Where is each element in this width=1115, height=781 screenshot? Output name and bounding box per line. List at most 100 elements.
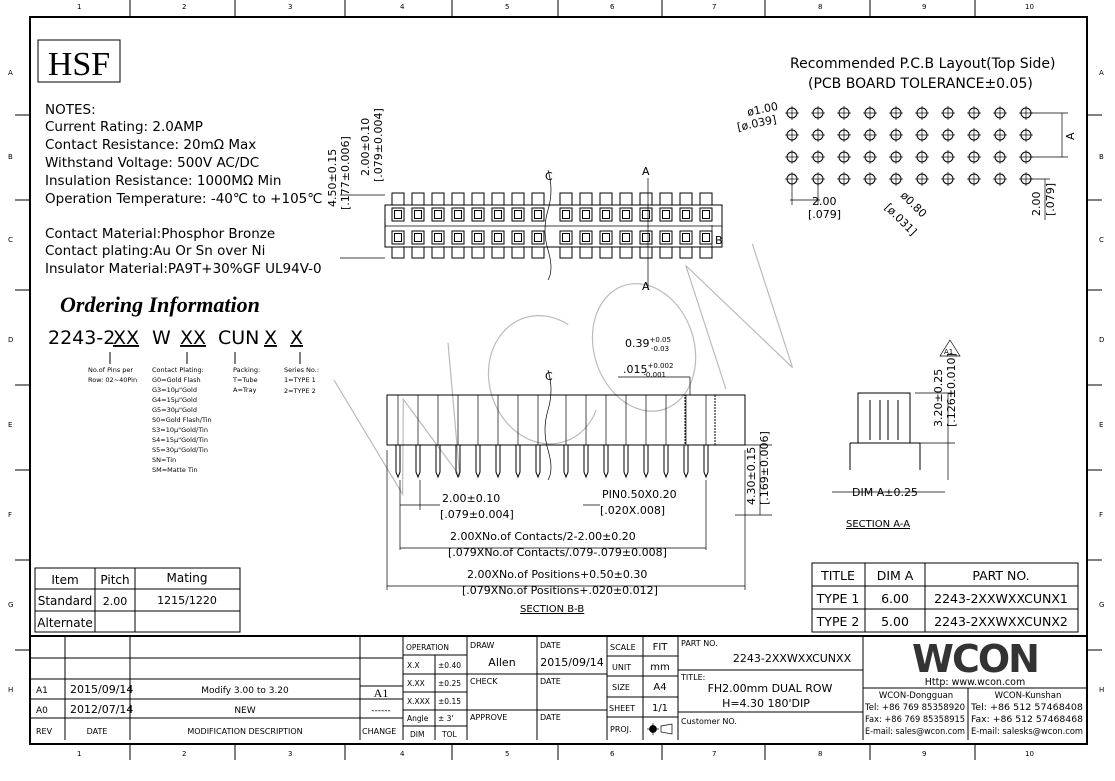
sheet-label: SHEET	[609, 704, 635, 713]
contact-cavity	[599, 230, 613, 245]
pin	[623, 445, 629, 479]
rev-header: MODIFICATION DESCRIPTION	[187, 727, 302, 736]
legend-text: A=Tray	[233, 386, 257, 394]
dim-text: [.126±0.010]	[945, 353, 958, 427]
legend-text: Row: 02~40Pin	[88, 376, 137, 384]
legend-text: T=Tube	[232, 376, 258, 384]
table-cell: TYPE 2	[816, 614, 860, 629]
contact-cavity	[451, 230, 465, 245]
latch-tab	[619, 246, 633, 259]
pcb-holes	[785, 106, 1033, 186]
row-label: B	[1099, 153, 1104, 161]
contact-cavity	[559, 230, 573, 245]
legend-text: G5=30μ"Gold	[152, 406, 197, 414]
section-detail	[684, 394, 716, 446]
code-part-series: X	[290, 327, 303, 349]
contact-cavity	[511, 230, 525, 245]
rev-header: CHANGE	[362, 727, 396, 736]
pin	[583, 445, 589, 479]
rev-header: REV	[36, 727, 53, 736]
latch-tab	[699, 192, 713, 206]
code-part-packing: X	[264, 327, 277, 349]
contact-cavity	[639, 230, 653, 245]
table-header: PART NO.	[972, 568, 1029, 583]
tol-cell: ±0.40	[438, 661, 461, 670]
material-line: Insulator Material:PA9T+30%GF UL94V-0	[45, 261, 322, 277]
unit-label: UNIT	[612, 663, 631, 672]
pcb-layout: Recommended P.C.B Layout(Top Side) (PCB …	[790, 56, 1055, 92]
dim-text: [.169±0.006]	[758, 431, 771, 505]
approve-label: APPROVE	[470, 713, 507, 722]
watermark-letter-o	[591, 283, 697, 412]
contact	[582, 210, 590, 219]
note-line: Insulation Resistance: 1000MΩ Min	[45, 173, 281, 189]
legend-text: S5=30μ"Gold/Tin	[152, 446, 208, 454]
contact-cavity	[491, 230, 505, 245]
col-label: 5	[505, 750, 509, 758]
dim-text: [.079]	[1044, 183, 1057, 216]
dim-text: [.020X.008]	[600, 504, 665, 517]
contact-cavity	[471, 230, 485, 245]
contact	[602, 210, 610, 219]
draw-date: 2015/09/14	[540, 656, 603, 669]
contact	[642, 210, 650, 219]
center-marker: C	[545, 170, 553, 183]
notes: NOTES: Current Rating: 2.0AMP Contact Re…	[45, 102, 322, 277]
pin	[683, 445, 689, 479]
latch-tab	[471, 192, 485, 206]
office-fax: Fax: +86 769 85358915	[865, 715, 965, 725]
part-no-label: PART NO.	[681, 639, 718, 648]
col-label: 2	[182, 750, 186, 758]
check-label: CHECK	[470, 677, 498, 686]
pin	[663, 445, 669, 479]
unit-value: mm	[650, 662, 669, 673]
col-label: 3	[288, 3, 292, 11]
dim-text: 2.00±0.10	[359, 118, 372, 176]
date-label: DATE	[540, 641, 561, 650]
table-cell: 6.00	[881, 591, 909, 606]
table-cell: 2243-2XXWXXCUNX1	[934, 591, 1068, 606]
contact	[394, 210, 402, 219]
dim-text: 2.00XNo.of Positions+0.50±0.30	[467, 568, 647, 581]
contact-cavity	[699, 230, 713, 245]
latch-tab	[491, 246, 505, 259]
break-line	[544, 369, 552, 481]
code-part: W	[152, 327, 171, 349]
col-label: 10	[1025, 750, 1034, 758]
latch-tab	[699, 246, 713, 259]
code-part: 2243-2	[48, 327, 115, 349]
col-label: 10	[1025, 3, 1034, 11]
dim-text: 3.20±0.25	[932, 369, 945, 427]
contact-cavity	[659, 230, 673, 245]
company-block: WCON Http: www.wcon.com WCON-Dongguan Te…	[864, 637, 1083, 737]
contact	[394, 233, 402, 242]
table-header: Mating	[167, 571, 208, 585]
table-cell: 2.00	[103, 595, 128, 608]
contact-cavity	[599, 207, 613, 222]
row-label: F	[1099, 511, 1103, 519]
table-cell: TYPE 1	[816, 591, 860, 606]
office-tel: Tel: +86 769 85358920	[864, 703, 965, 713]
legend-text: SM=Matte Tin	[152, 466, 198, 474]
pcb-dim-lines	[790, 112, 1068, 220]
tol-footer: DIM	[410, 730, 424, 739]
approval-block: DRAW Allen DATE 2015/09/14 CHECK DATE AP…	[470, 641, 604, 722]
contact-cavity	[579, 207, 593, 222]
row-label: D	[1099, 336, 1104, 344]
row-label: H	[1099, 686, 1104, 694]
customer-label: Customer NO.	[681, 717, 737, 726]
tol-cell: X.XX	[407, 679, 425, 688]
legend-text: Series No.:	[284, 366, 319, 374]
legend-text: Packing:	[233, 366, 260, 374]
pcb-dims: ø1.00 [ø.039] 2.00 [.079] ø0.80 [ø.031] …	[736, 100, 1077, 239]
row-label: H	[8, 686, 13, 694]
pin	[603, 445, 609, 479]
wcon-logo: WCON	[912, 637, 1038, 681]
legend-text: 1=TYPE 1	[284, 376, 316, 384]
row-label: D	[8, 336, 13, 344]
dim-tol: -0.03	[651, 345, 669, 353]
pin	[643, 445, 649, 479]
code-part: CUN	[218, 327, 259, 349]
dim-tol: +0.002	[648, 362, 674, 370]
